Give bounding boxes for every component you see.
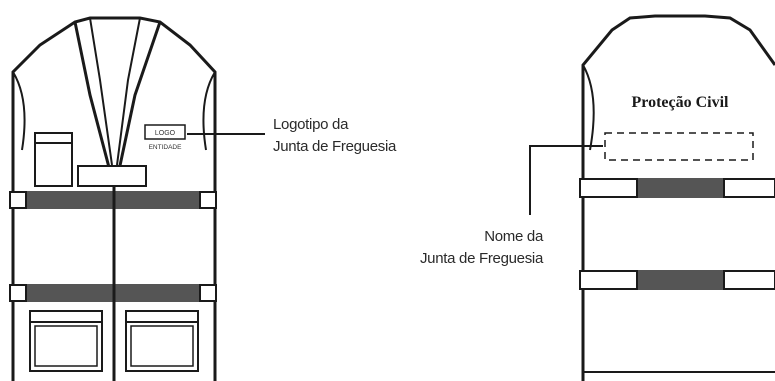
front-collar-left bbox=[73, 21, 113, 176]
front-lower-pocket-right bbox=[125, 310, 199, 372]
front-chest-pocket bbox=[34, 132, 73, 187]
front-logo-text: LOGO bbox=[155, 130, 176, 137]
front-name-strip bbox=[77, 165, 147, 187]
front-collar-inner-right bbox=[116, 17, 141, 166]
front-vest bbox=[11, 16, 217, 381]
name-callout: Nome da Junta de Freguesia bbox=[388, 226, 543, 270]
front-upper-band bbox=[9, 191, 217, 209]
front-logo-box bbox=[144, 124, 186, 140]
back-vest bbox=[581, 14, 775, 381]
back-name-placeholder bbox=[604, 132, 754, 161]
front-right-armhole bbox=[202, 71, 216, 151]
logo-callout-line2: Junta de Freguesia bbox=[273, 138, 397, 155]
front-lower-band bbox=[9, 284, 217, 302]
front-collar-right bbox=[116, 21, 162, 176]
name-callout-line1: Nome da bbox=[484, 228, 543, 245]
front-lower-pocket-left bbox=[29, 310, 103, 372]
front-vest-outline bbox=[11, 16, 217, 381]
name-callout-line2: Junta de Freguesia bbox=[419, 250, 543, 267]
back-lower-band bbox=[579, 270, 775, 290]
front-left-armhole bbox=[12, 71, 26, 151]
front-collar-inner-left bbox=[89, 17, 113, 166]
back-left-armhole bbox=[582, 64, 595, 151]
logo-callout-line1: Logotipo da bbox=[273, 116, 349, 133]
name-callout-leader bbox=[529, 145, 603, 215]
back-upper-band bbox=[579, 178, 775, 198]
back-title: Proteção Civil bbox=[631, 94, 729, 111]
front-entity-text: ENTIDADE bbox=[149, 144, 183, 151]
logo-callout: Logotipo da Junta de Freguesia bbox=[273, 114, 396, 158]
back-vest-outline bbox=[581, 14, 775, 381]
